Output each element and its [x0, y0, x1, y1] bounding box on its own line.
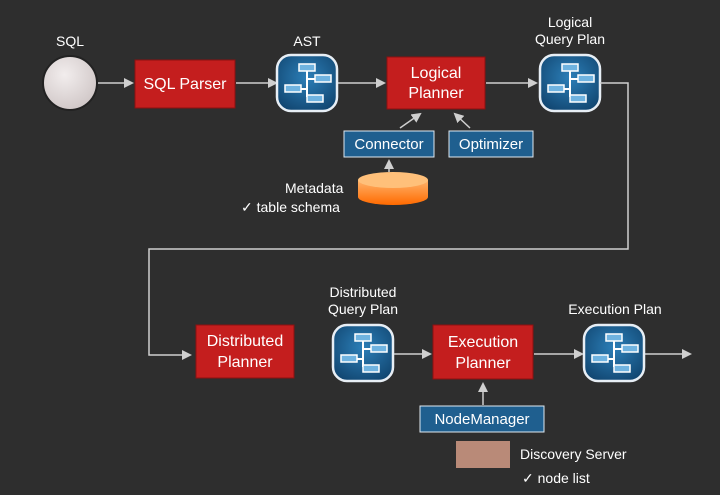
arrow-logical-plan-to-distributed-planner: [148, 82, 629, 360]
optimizer-box: Optimizer: [448, 130, 534, 158]
sql-label: SQL: [56, 33, 84, 49]
metadata-table-schema-label: ✓ table schema: [241, 199, 340, 215]
distributed-query-plan-tree-diagram-icon: [331, 323, 395, 383]
distributed-planner-label-line1: Distributed: [207, 333, 283, 350]
logical-planner-box: Logical Planner: [386, 56, 486, 110]
connector-box: Connector: [343, 130, 435, 158]
distributed-query-plan-label-line1: Distributed: [330, 284, 397, 300]
node-manager-label: NodeManager: [434, 411, 529, 428]
execution-plan-label: Execution Plan: [568, 301, 661, 317]
arrow-connector-to-logical-planner: [399, 112, 422, 129]
metadata-label: Metadata: [285, 180, 344, 196]
logical-planner-label-line2: Planner: [408, 85, 464, 102]
distributed-planner-box: Distributed Planner: [195, 324, 295, 379]
node-manager-box: NodeManager: [419, 405, 545, 433]
execution-plan-tree-diagram-icon: [582, 323, 646, 383]
distributed-planner-label-line2: Planner: [217, 354, 273, 371]
sql-input-circle-icon: [42, 55, 98, 111]
arrow-optimizer-to-logical-planner: [453, 112, 471, 129]
logical-query-plan-label-line1: Logical: [548, 14, 592, 30]
execution-planner-label-line1: Execution: [448, 334, 518, 351]
discovery-server-block: [456, 441, 510, 468]
ast-tree-diagram-icon: [275, 53, 339, 113]
sql-parser-label: SQL Parser: [144, 76, 228, 93]
ast-label: AST: [293, 33, 321, 49]
sql-parser-box: SQL Parser: [134, 59, 236, 109]
logical-query-plan-label-line2: Query Plan: [535, 31, 605, 47]
logical-query-plan-tree-diagram-icon: [538, 53, 602, 113]
distributed-query-plan-label-line2: Query Plan: [328, 301, 398, 317]
discovery-node-list-label: ✓ node list: [522, 470, 590, 486]
optimizer-label: Optimizer: [459, 136, 523, 153]
logical-planner-label-line1: Logical: [411, 65, 462, 82]
discovery-server-label: Discovery Server: [520, 446, 627, 462]
database-cylinder-icon: [358, 172, 428, 205]
execution-planner-label-line2: Planner: [455, 355, 511, 372]
connector-label: Connector: [354, 136, 423, 153]
execution-planner-box: Execution Planner: [432, 324, 534, 380]
